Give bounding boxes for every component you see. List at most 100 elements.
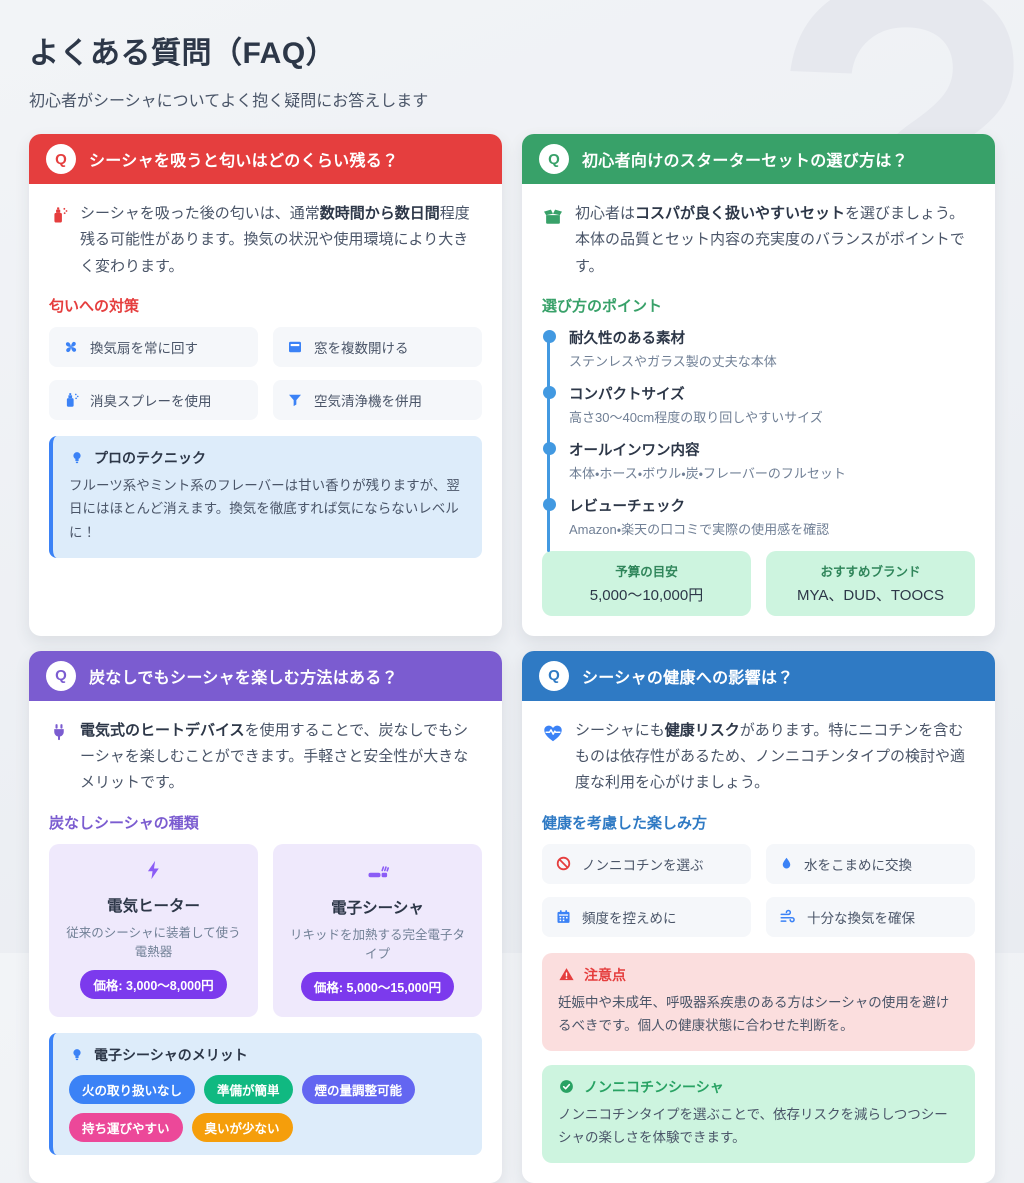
success-title-row: ノンニコチンシーシャ (558, 1077, 959, 1097)
ban-icon (555, 855, 572, 872)
tip-title-row: プロのテクニック (69, 448, 466, 468)
faq-card-smell: Q シーシャを吸うと匂いはどのくらい残る？ シーシャを吸った後の匂いは、通常数時… (29, 134, 502, 636)
question-title: シーシャの健康への影響は？ (582, 669, 794, 687)
tip-body: フルーツ系やミント系のフレーバーは甘い香りが残りますが、翌日にはほとんど消えます… (69, 477, 460, 540)
measure-label: 窓を複数開ける (314, 340, 409, 356)
faq-page: ? よくある質問（FAQ） 初心者がシーシャについてよく抱く疑問にお答えします … (29, 0, 1024, 1163)
measures-grid: 換気扇を常に回す 窓を複数開ける 消臭スプレーを使用 (49, 326, 482, 420)
price-badge: 価格: 5,000〜15,000円 (300, 971, 455, 1001)
practice-item: 頻度を控えめに (542, 896, 751, 937)
point-title: コンパクトサイズ (569, 386, 685, 403)
question-title: 炭なしでもシーシャを楽しむ方法はある？ (89, 669, 398, 687)
info-boxes-row: 予算の目安 5,000〜10,000円 おすすめブランド MYA、DUD、TOO… (542, 550, 975, 616)
answer-row: シーシャを吸った後の匂いは、通常数時間から数日間程度残る可能性があります。換気の… (49, 201, 482, 280)
pro-tip-box: プロのテクニック フルーツ系やミント系のフレーバーは甘い香りが残りますが、翌日に… (49, 435, 482, 558)
spray-bottle-icon (62, 391, 80, 409)
card-body: シーシャにも健康リスクがあります。特にニコチンを含むものは依存性があるため、ノン… (522, 701, 995, 1183)
point-item: 耐久性のある素材 ステンレスやガラス製の丈夫な本体 (542, 327, 975, 370)
window-icon (286, 338, 304, 356)
practice-item: ノンニコチンを選ぶ (542, 843, 751, 884)
practice-item: 水をこまめに交換 (766, 843, 975, 884)
type-title: 電子シーシャ (331, 899, 424, 917)
points-timeline: 耐久性のある素材 ステンレスやガラス製の丈夫な本体 コンパクトサイズ 高さ30〜… (542, 327, 975, 552)
info-label: おすすめブランド (820, 564, 921, 579)
question-header-health: Q シーシャの健康への影響は？ (522, 650, 995, 701)
merit-pill: 臭いが少ない (191, 1112, 293, 1142)
answer-text: シーシャを吸った後の匂いは、通常数時間から数日間程度残る可能性があります。換気の… (80, 205, 470, 275)
question-header-starter: Q 初心者向けのスターターセットの選び方は？ (522, 134, 995, 184)
check-circle-icon (558, 1078, 575, 1095)
type-desc: リキッドを加熱する完全電子タイプ (289, 927, 465, 961)
question-title: 初心者向けのスターターセットの選び方は？ (582, 153, 909, 170)
info-value: MYA、DUD、TOOCS (797, 586, 944, 604)
question-header-smell: Q シーシャを吸うと匂いはどのくらい残る？ (29, 134, 502, 184)
point-item: オールインワン内容 本体・ホース・ボウル・炭・フレーバーのフルセット (542, 439, 975, 482)
card-body: 初心者はコスパが良く扱いやすいセットを選びましょう。本体の品質とセット内容の充実… (522, 184, 995, 636)
fan-icon (62, 338, 80, 356)
section-title-types: 炭なしシーシャの種類 (49, 814, 199, 832)
air-purifier-icon (286, 391, 304, 409)
tip-title-row: 電子シーシャのメリット (69, 1045, 466, 1065)
measure-item: 窓を複数開ける (273, 326, 482, 367)
answer-row: シーシャにも健康リスクがあります。特にニコチンを含むものは依存性があるため、ノン… (542, 718, 975, 797)
gift-box-icon (542, 205, 564, 227)
q-badge: Q (46, 144, 76, 174)
lightning-bolt-icon (143, 859, 165, 881)
electric-heater-box: 電気ヒーター 従来のシーシャに装着して使う電熱器 価格: 3,000〜8,000… (49, 843, 258, 1017)
success-title: ノンニコチンシーシャ (584, 1078, 724, 1095)
point-title: 耐久性のある素材 (569, 330, 685, 347)
measure-item: 消臭スプレーを使用 (49, 379, 258, 420)
faq-cards-grid: Q シーシャを吸うと匂いはどのくらい残る？ シーシャを吸った後の匂いは、通常数時… (29, 134, 995, 1183)
page-title: よくある質問（FAQ） (29, 37, 337, 70)
lightbulb-icon (69, 450, 85, 466)
section-title-practices: 健康を考慮した楽しみ方 (542, 814, 708, 832)
point-desc: 本体・ホース・ボウル・炭・フレーバーのフルセット (569, 465, 846, 481)
merit-pill: 持ち運びやすい (69, 1112, 183, 1142)
answer-text: シーシャにも健康リスクがあります。特にニコチンを含むものは依存性があるため、ノン… (575, 721, 966, 792)
question-title: シーシャを吸うと匂いはどのくらい残る？ (89, 153, 399, 170)
merits-tip-box: 電子シーシャのメリット 火の取り扱いなし 準備が簡単 煙の量調整可能 持ち運びや… (49, 1032, 482, 1155)
measure-label: 換気扇を常に回す (90, 340, 198, 356)
water-drop-icon (779, 856, 794, 871)
point-title: オールインワン内容 (569, 442, 700, 459)
heart-pulse-icon (542, 722, 564, 744)
warning-title-row: 注意点 (558, 965, 959, 985)
tip-title: 電子シーシャのメリット (94, 1046, 248, 1063)
answer-text: 初心者はコスパが良く扱いやすいセットを選びましょう。本体の品質とセット内容の充実… (575, 205, 965, 275)
card-body: 電気式のヒートデバイスを使用することで、炭なしでもシーシャを楽しむことができます… (29, 701, 502, 1183)
practice-label: 十分な換気を確保 (807, 910, 915, 926)
e-cigarette-icon (366, 859, 390, 883)
q-badge: Q (46, 660, 76, 691)
warning-box: 注意点 妊娠中や未成年、呼吸器系疾患のある方はシーシャの使用を避けるべきです。個… (542, 952, 975, 1051)
section-title-points: 選び方のポイント (542, 297, 663, 315)
faq-card-no-charcoal: Q 炭なしでもシーシャを楽しむ方法はある？ 電気式のヒートデバイスを使用すること… (29, 650, 502, 1183)
merit-pill: 準備が簡単 (204, 1074, 293, 1104)
point-desc: 高さ30〜40cm程度の取り回しやすいサイズ (569, 409, 823, 425)
practices-grid: ノンニコチンを選ぶ 水をこまめに交換 頻度を控えめに (542, 843, 975, 937)
practice-item: 十分な換気を確保 (766, 896, 975, 937)
point-desc: ステンレスやガラス製の丈夫な本体 (569, 353, 777, 369)
q-badge: Q (539, 660, 569, 691)
answer-text: 電気式のヒートデバイスを使用することで、炭なしでもシーシャを楽しむことができます… (80, 721, 469, 792)
type-desc: 従来のシーシャに装着して使う電熱器 (66, 925, 241, 959)
answer-row: 初心者はコスパが良く扱いやすいセットを選びましょう。本体の品質とセット内容の充実… (542, 201, 975, 280)
spray-bottle-icon (49, 205, 69, 225)
measure-label: 消臭スプレーを使用 (90, 393, 212, 409)
q-badge: Q (539, 144, 569, 174)
measure-item: 空気清浄機を併用 (273, 379, 482, 420)
practice-label: 水をこまめに交換 (804, 857, 912, 873)
lightbulb-icon (69, 1047, 85, 1063)
plug-icon (49, 722, 69, 742)
brands-info-box: おすすめブランド MYA、DUD、TOOCS (766, 550, 975, 616)
price-badge: 価格: 3,000〜8,000円 (80, 969, 227, 999)
e-shisha-box: 電子シーシャ リキッドを加熱する完全電子タイプ 価格: 5,000〜15,000… (273, 843, 482, 1017)
point-item: レビューチェック Amazon・楽天の口コミで実際の使用感を確認 (542, 495, 975, 538)
non-nicotine-box: ノンニコチンシーシャ ノンニコチンタイプを選ぶことで、依存リスクを減らしつつシー… (542, 1064, 975, 1163)
page-subtitle: 初心者がシーシャについてよく抱く疑問にお答えします (29, 93, 429, 110)
question-header-no-charcoal: Q 炭なしでもシーシャを楽しむ方法はある？ (29, 650, 502, 701)
measure-item: 換気扇を常に回す (49, 326, 258, 367)
faq-card-starter-set: Q 初心者向けのスターターセットの選び方は？ 初心者はコスパが良く扱いやすいセッ… (522, 134, 995, 636)
success-body: ノンニコチンタイプを選ぶことで、依存リスクを減らしつつシーシャの楽しさを体験でき… (558, 1106, 948, 1146)
warning-title: 注意点 (584, 966, 626, 983)
merit-pill: 火の取り扱いなし (69, 1074, 196, 1104)
